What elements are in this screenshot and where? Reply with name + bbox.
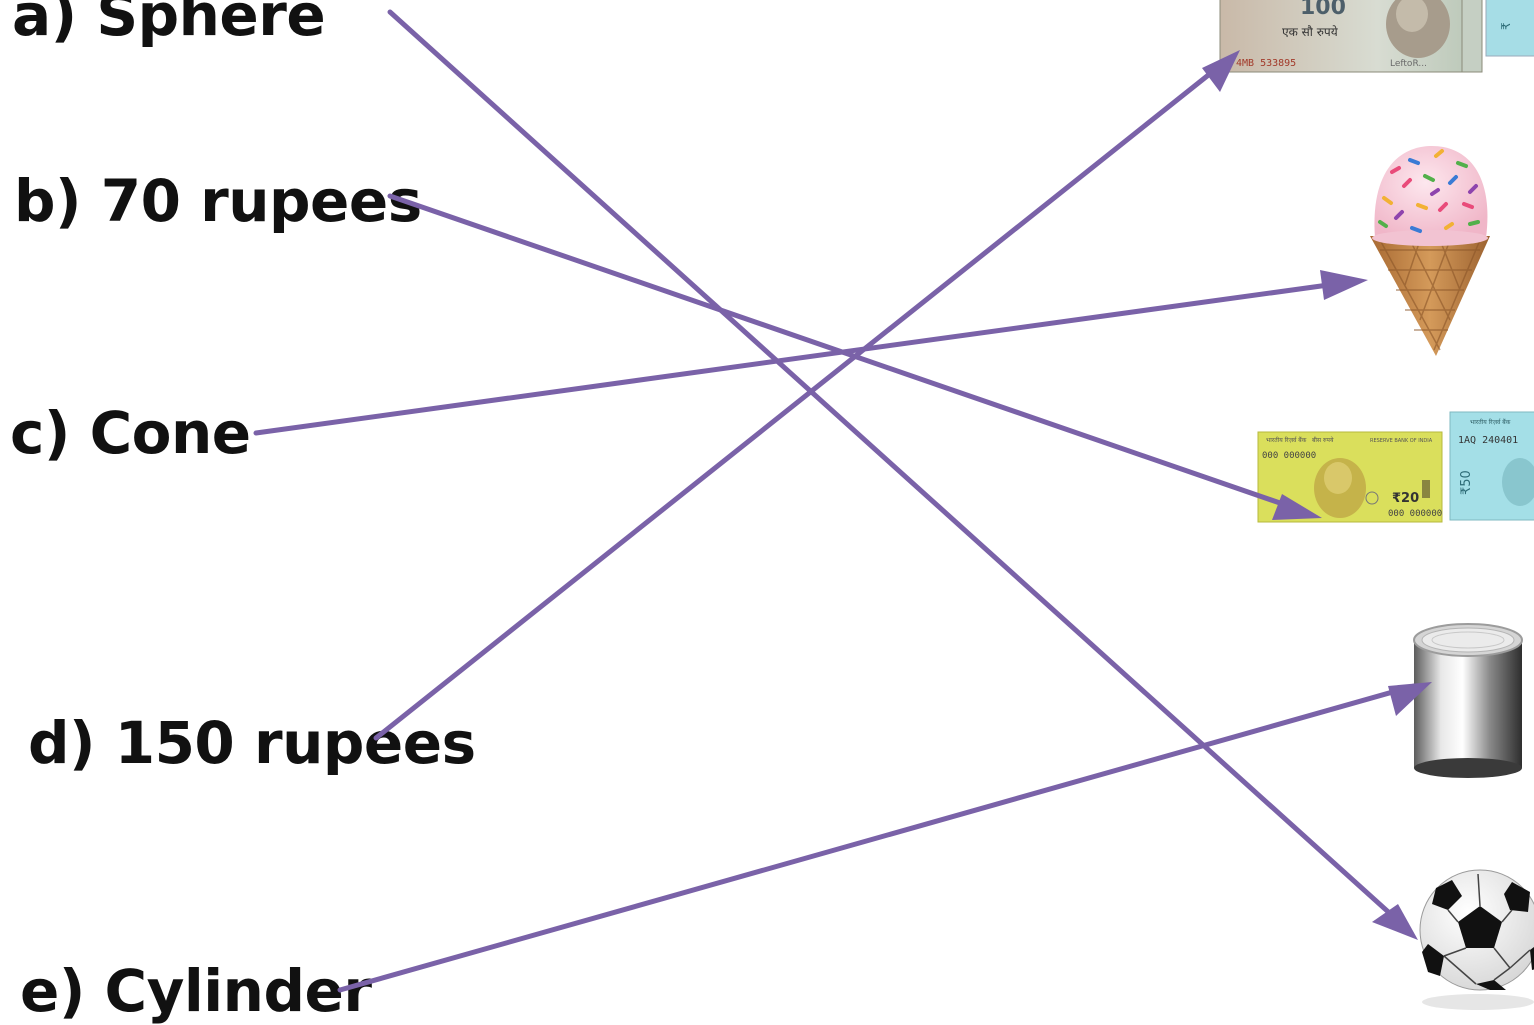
note-100-serial: 4MB 533895 (1236, 58, 1296, 69)
arrow-sphere-to-ball (387, 9, 1418, 940)
note-100-denomination: 100 (1300, 0, 1346, 20)
matching-arrows (253, 9, 1432, 993)
soccer-ball-image (1419, 869, 1534, 1010)
note-20-rupees: भारतीय रिज़र्व बैंक बीस रुपये RESERVE BA… (1257, 431, 1443, 523)
note-50-denomination: ₹50 (1459, 470, 1474, 495)
note-50-serial: 1AQ 240401 (1458, 435, 1518, 446)
svg-text:₹: ₹ (1499, 22, 1513, 30)
note-20-hindi-value: बीस रुपये (1312, 436, 1334, 444)
note-20-serial-bottom: 000 000000 (1388, 509, 1442, 519)
note-100-rupees: 100 एक सौ रुपये 4MB 533895 LeftoR... (1219, 0, 1483, 73)
note-20-denomination: ₹20 (1392, 491, 1419, 506)
tin-can-image (1413, 623, 1523, 778)
arrow-70-rupees-to-20-50-notes (387, 193, 1322, 520)
arrow-cone-to-ice-cream (253, 270, 1368, 436)
label-150-rupees: d) 150 rupees (28, 709, 476, 777)
ice-cream-cone-image (1370, 146, 1490, 356)
label-sphere: a) Sphere (12, 0, 326, 49)
note-50-partial-top: ₹ (1485, 0, 1534, 57)
note-20-bank-english: RESERVE BANK OF INDIA (1370, 438, 1433, 444)
label-70-rupees: b) 70 rupees (14, 167, 422, 235)
note-50-rupees: भारतीय रिज़र्व बैंक 1AQ 240401 ₹50 (1449, 411, 1534, 521)
note-50-bank-hindi: भारतीय रिज़र्व बैंक (1470, 418, 1511, 426)
note-100-watermark: LeftoR... (1390, 59, 1427, 69)
note-20-bank-hindi: भारतीय रिज़र्व बैंक (1266, 436, 1307, 444)
arrow-cylinder-to-can (337, 682, 1432, 993)
label-cylinder: e) Cylinder (20, 957, 372, 1025)
arrow-150-rupees-to-100-note (373, 50, 1240, 741)
note-20-serial-top: 000 000000 (1262, 451, 1316, 461)
notes-20-and-50-image: भारतीय रिज़र्व बैंक बीस रुपये RESERVE BA… (1257, 411, 1534, 523)
label-cone: c) Cone (10, 399, 251, 467)
note-100-hindi-text: एक सौ रुपये (1282, 25, 1339, 39)
